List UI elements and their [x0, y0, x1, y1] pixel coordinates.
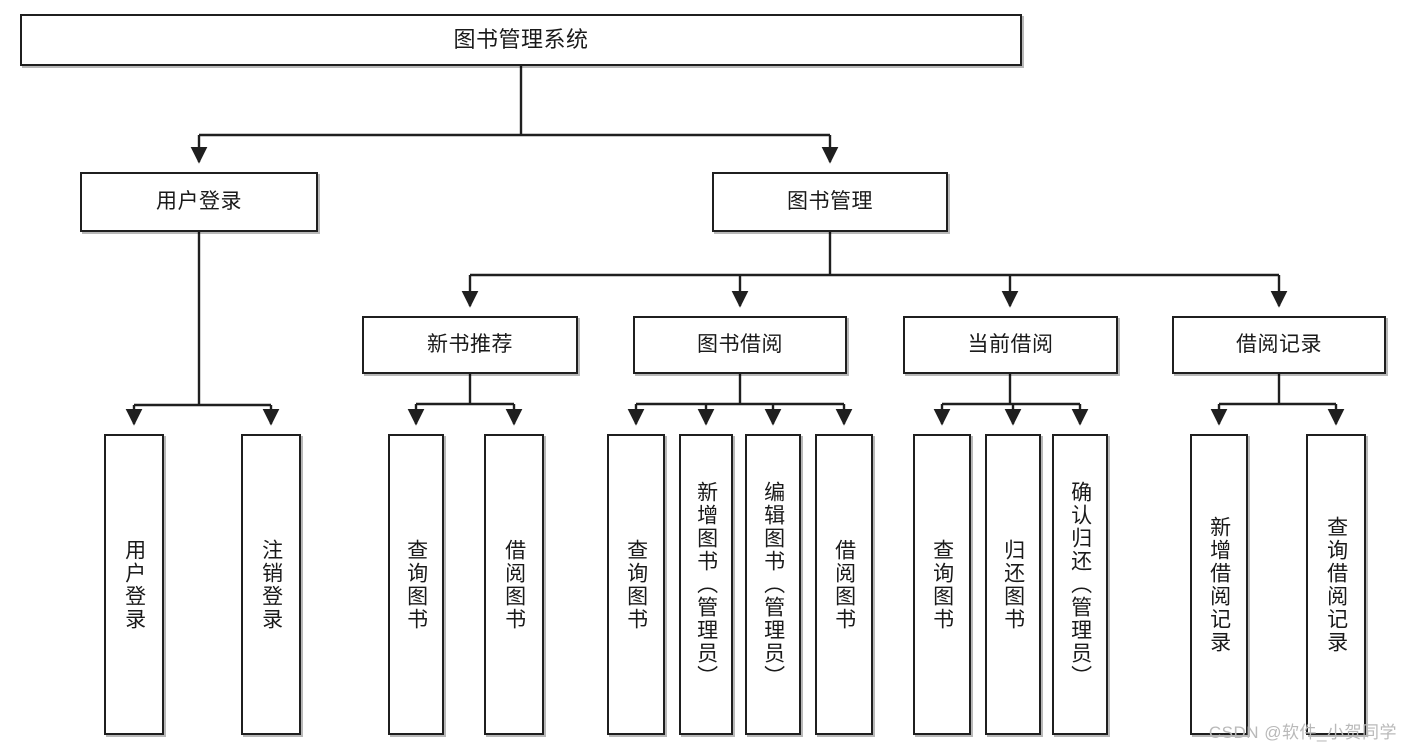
- node-book-manage-label: 图书管理: [787, 189, 873, 213]
- node-leaf-borrow-book-label: 借阅图书: [832, 538, 856, 631]
- node-leaf-query-book-borrow-label: 查询图书: [624, 538, 648, 631]
- node-leaf-borrow-book-rec[interactable]: 借阅图书: [484, 434, 544, 735]
- node-book-borrow-label: 图书借阅: [697, 332, 783, 356]
- node-leaf-query-book-borrow[interactable]: 查询图书: [607, 434, 665, 735]
- node-leaf-add-book-admin-label: 新增图书（管理员）: [694, 481, 718, 688]
- node-leaf-add-borrow-record[interactable]: 新增借阅记录: [1190, 434, 1248, 735]
- node-new-book-rec[interactable]: 新书推荐: [362, 316, 578, 374]
- node-leaf-user-login[interactable]: 用户登录: [104, 434, 164, 735]
- node-leaf-logout-label: 注销登录: [259, 538, 283, 631]
- node-root[interactable]: 图书管理系统: [20, 14, 1022, 66]
- node-leaf-query-book-rec-label: 查询图书: [404, 538, 428, 631]
- node-leaf-query-book-rec[interactable]: 查询图书: [388, 434, 444, 735]
- node-leaf-add-borrow-record-label: 新增借阅记录: [1207, 515, 1231, 654]
- node-leaf-add-book-admin[interactable]: 新增图书（管理员）: [679, 434, 733, 735]
- node-borrow-record[interactable]: 借阅记录: [1172, 316, 1386, 374]
- node-leaf-query-borrow-record[interactable]: 查询借阅记录: [1306, 434, 1366, 735]
- node-root-label: 图书管理系统: [453, 27, 589, 53]
- watermark: CSDN @软件_小贺同学: [1208, 723, 1397, 742]
- node-leaf-confirm-return-admin-label: 确认归还（管理员）: [1068, 481, 1092, 688]
- node-leaf-borrow-book-rec-label: 借阅图书: [502, 538, 526, 631]
- node-leaf-query-book-current[interactable]: 查询图书: [913, 434, 971, 735]
- node-book-manage[interactable]: 图书管理: [712, 172, 948, 232]
- node-current-borrow[interactable]: 当前借阅: [903, 316, 1118, 374]
- node-leaf-logout[interactable]: 注销登录: [241, 434, 301, 735]
- node-current-borrow-label: 当前借阅: [967, 332, 1054, 356]
- node-user-login[interactable]: 用户登录: [80, 172, 318, 232]
- node-book-borrow[interactable]: 图书借阅: [633, 316, 847, 374]
- node-user-login-label: 用户登录: [156, 189, 242, 213]
- node-leaf-edit-book-admin[interactable]: 编辑图书（管理员）: [745, 434, 801, 735]
- node-new-book-rec-label: 新书推荐: [427, 332, 513, 356]
- node-leaf-return-book[interactable]: 归还图书: [985, 434, 1041, 735]
- node-leaf-confirm-return-admin[interactable]: 确认归还（管理员）: [1052, 434, 1108, 735]
- node-leaf-return-book-label: 归还图书: [1001, 538, 1025, 631]
- node-leaf-edit-book-admin-label: 编辑图书（管理员）: [761, 481, 785, 688]
- node-leaf-query-borrow-record-label: 查询借阅记录: [1324, 515, 1348, 654]
- node-leaf-borrow-book[interactable]: 借阅图书: [815, 434, 873, 735]
- node-borrow-record-label: 借阅记录: [1236, 332, 1322, 356]
- node-leaf-query-book-current-label: 查询图书: [930, 538, 954, 631]
- node-leaf-user-login-label: 用户登录: [122, 538, 146, 631]
